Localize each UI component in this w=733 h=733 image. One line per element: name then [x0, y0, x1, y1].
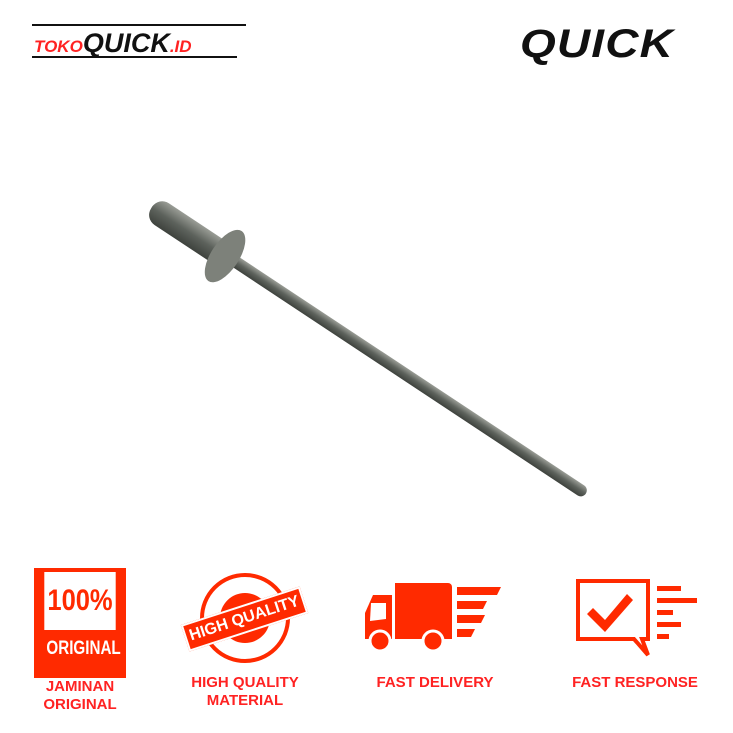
badge-high-quality: HIGH QUALITY HIGH QUALITY MATERIAL	[160, 572, 330, 710]
rivet-head	[204, 229, 246, 283]
badge-fast-response: FAST RESPONSE	[550, 572, 720, 692]
rivet-mandrel	[151, 203, 587, 497]
rivet-body	[149, 201, 230, 264]
badge-fast-delivery: FAST DELIVERY	[350, 572, 520, 692]
logo-line	[32, 24, 246, 26]
badge-label: HIGH QUALITY	[191, 674, 299, 691]
logo-line	[32, 56, 237, 58]
badge-label: MATERIAL	[206, 692, 284, 709]
original-stamp-icon: 100% ORIGINAL	[0, 568, 165, 678]
badge-label: FAST RESPONSE	[572, 674, 698, 691]
badge-label: ORIGINAL	[43, 696, 117, 713]
badge-label: JAMINAN	[45, 678, 115, 695]
chat-check-icon	[550, 572, 720, 664]
badge-original: 100% ORIGINAL JAMINAN ORIGINAL	[0, 568, 165, 714]
logo-suffix: .ID	[169, 37, 192, 56]
logo-prefix: TOKO	[34, 37, 83, 56]
delivery-truck-icon	[350, 572, 520, 664]
badge-label: FAST DELIVERY	[376, 674, 494, 691]
high-quality-seal-icon: HIGH QUALITY	[160, 572, 330, 664]
logo-main: QUICK	[82, 28, 170, 58]
brand-logo: QUICK	[520, 22, 674, 66]
store-logo: TOKOQUICK.ID	[30, 22, 248, 58]
